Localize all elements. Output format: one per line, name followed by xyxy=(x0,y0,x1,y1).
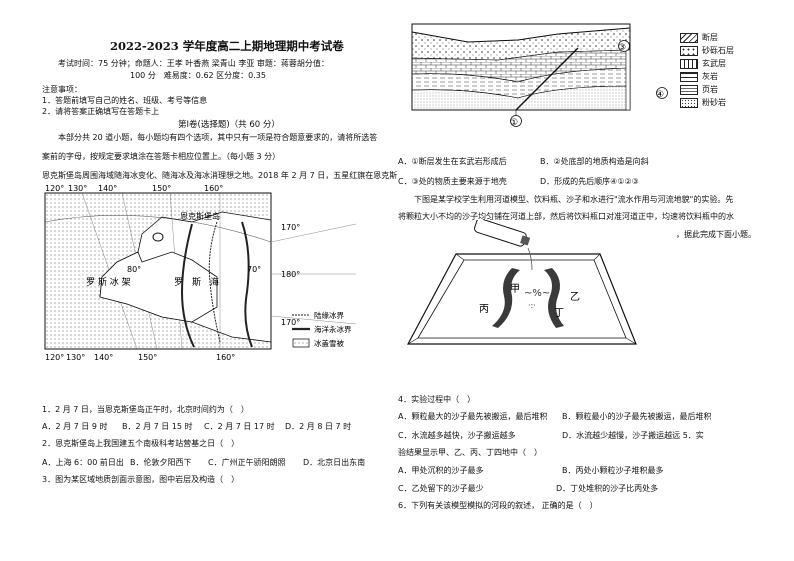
map-bottom-lon-120: 120° xyxy=(45,353,64,362)
passage-river-2: 将颗粒大小不均的沙子均匀铺在河道上部，然后将饮料瓶口对准河道正中，均速将饮料瓶中… xyxy=(398,212,734,221)
q2-option-b: B．伦敦夕阳西下 xyxy=(130,458,192,467)
note-item-2: 2．请将答案正确填写在答题卡上 xyxy=(42,107,160,116)
q4-option-b: B．颗粒最小的沙子最先被搬运，最后堆积 xyxy=(562,412,712,421)
siltstone-legend-label: 粉砂岩 xyxy=(702,98,726,107)
fault-legend-label: 断层 xyxy=(702,33,718,42)
model-label-jia: 甲 xyxy=(510,284,520,295)
section-title: 第Ⅰ卷(选择题)（共 60 分） xyxy=(178,120,280,130)
river-model-diagram: ~%~ ·:· 甲 乙 丙 丁 xyxy=(407,220,637,345)
svg-text:~%~: ~%~ xyxy=(524,288,550,299)
geology-legend-siltstone: 粉砂岩 xyxy=(680,97,760,108)
geology-label-4: ④ xyxy=(656,90,664,100)
geology-legend-limestone: 灰岩 xyxy=(680,71,760,82)
map-legend-land-ice: 陆缘冰界 xyxy=(314,310,344,320)
map-top-lon-120: 120° xyxy=(45,184,64,193)
q5-option-d: D．丁处堆积的沙子比丙处多 xyxy=(556,484,659,493)
basalt-swatch xyxy=(680,59,698,69)
map-bottom-lon-150: 150° xyxy=(138,353,157,362)
passage-river-1: 下图是某学校学生利用河道模型、饮料瓶、沙子和水进行"流水作用与河流地貌"的实验。… xyxy=(414,195,734,204)
exam-meta-line2: 100 分 难易度：0.62 区分度：0.35 xyxy=(130,71,266,80)
limestone-swatch xyxy=(680,72,698,82)
question-3: 3．图为某区域地质剖面示意图，图中岩层及构造（ ） xyxy=(42,475,240,484)
map-ross-shelf-label: 罗 斯 冰 架 xyxy=(86,276,131,288)
map-ross-sea-label: 罗 斯 海 xyxy=(174,276,219,288)
q3-option-a: A．①断层发生在玄武岩形成后 xyxy=(398,157,507,166)
geology-legend-fault: 断层 xyxy=(680,32,760,43)
map-island-label: 恩克斯堡岛 xyxy=(180,211,220,221)
map-lat-80: 80° xyxy=(127,265,141,274)
geology-legend-gravel: 砂砾石层 xyxy=(680,45,770,56)
gravel-legend-label: 砂砾石层 xyxy=(702,46,734,55)
q3-option-d: D．形成的先后顺序④①②③ xyxy=(540,177,639,186)
notes-heading: 注意事项： xyxy=(42,85,82,94)
map-legend-sea-ice: 海洋永冰界 xyxy=(314,324,352,334)
question-6: 6．下列有关该模型模拟的河段的叙述， 正确的是（ ） xyxy=(398,501,598,510)
map-top-lon-140: 140° xyxy=(98,184,117,193)
siltstone-swatch xyxy=(680,98,698,108)
q2-option-a: A．上海 6：00 前日出 xyxy=(42,458,124,467)
q1-option-d: D．2 月 8 日 7 时 xyxy=(285,422,352,431)
ross-sea-map: 120° 130° 140° 150° 160° 恩克斯堡岛 80° 70° 罗… xyxy=(44,184,357,362)
q4-option-d: D．水流越少越慢，沙子搬运越远 5．实 xyxy=(562,431,704,440)
geology-label-1: ① xyxy=(510,118,518,128)
geology-label-3: ③ xyxy=(618,43,626,53)
exam-title: 2022-2023 学年度高二上期地理期中考试卷 xyxy=(110,39,344,53)
q5-option-c: C．乙处留下的沙子最少 xyxy=(398,484,484,493)
q4-option-c: C．水流越多越快，沙子搬运越多 xyxy=(398,431,516,440)
geology-legend-shale: 页岩 xyxy=(680,84,760,95)
shale-legend-label: 页岩 xyxy=(702,85,718,94)
basalt-legend-label: 玄武层 xyxy=(702,59,726,68)
map-legend-ice-sheet: 冰盖雪被 xyxy=(314,338,344,348)
map-bottom-lon-140: 140° xyxy=(94,353,113,362)
exam-meta-line1: 考试时间：75 分钟；命题人：王孝 叶香燕 梁青山 李亚 审题：蒋蓉胡分值： xyxy=(58,59,329,68)
section-intro-1: 本部分共 20 道小题，每小题均有四个选项，其中只有一项是符合题意要求的，请将所… xyxy=(58,133,378,142)
section-intro-2: 案前的字母，按规定要求填涂在答题卡相应位置上。（每小题 3 分） xyxy=(42,152,281,161)
svg-text:·:·: ·:· xyxy=(528,301,536,310)
question-4: 4．实验过程中（ ） xyxy=(398,395,476,404)
map-top-lon-160: 160° xyxy=(204,184,223,193)
q1-option-b: B．2 月 7 日 15 时 xyxy=(122,422,193,431)
map-top-lon-130: 130° xyxy=(68,184,87,193)
question-2: 2．恩克斯堡岛上我国建五个南极科考站营基之日（ ） xyxy=(42,439,240,448)
map-lat-70: 70° xyxy=(247,265,261,274)
fault-swatch xyxy=(680,33,698,43)
shale-swatch xyxy=(680,85,698,95)
q4-option-a: A．颗粒最大的沙子最先被搬运，最后堆积 xyxy=(398,412,548,421)
geology-section-diagram: ① ③ ④ xyxy=(411,23,668,128)
q1-option-a: A．2 月 7 日 9 时 xyxy=(42,422,108,431)
q5-option-b: B．丙处小颗粒沙子堆积最多 xyxy=(562,466,664,475)
note-item-1: 1．答题前填写自己的姓名、班级、考号等信息 xyxy=(42,96,208,105)
model-label-ding: 丁 xyxy=(554,308,564,319)
map-top-lon-150: 150° xyxy=(152,184,171,193)
q2-option-c: C．广州正午骄阳朗照 xyxy=(208,458,286,467)
geology-legend-basalt: 玄武层 xyxy=(680,58,760,69)
q3-option-c: C．③处的物质主要来源于地壳 xyxy=(398,177,507,186)
q5-option-a: A．甲处沉积的沙子最多 xyxy=(398,466,484,475)
question-1: 1．2 月 7 日，当恩克斯堡岛正午时，北京时间约为（ ） xyxy=(42,405,249,414)
map-bottom-lon-160: 160° xyxy=(216,353,235,362)
question-5: 验结果显示甲、乙、丙、丁四地中（ ） xyxy=(398,448,542,457)
passage-river-3: ，据此完成下面小题。 xyxy=(676,230,756,239)
limestone-legend-label: 灰岩 xyxy=(702,72,718,81)
q1-option-c: C．2 月 7 日 17 时 xyxy=(204,422,275,431)
map-right-lon-170b: 170° xyxy=(281,318,300,327)
q3-option-b: B．②处底部的地质构造是向斜 xyxy=(540,157,649,166)
map-bottom-lon-130: 130° xyxy=(66,353,85,362)
model-label-yi: 乙 xyxy=(570,291,580,303)
passage-antarctic: 恩克斯堡岛周围海域随海冰变化、随海冰及海冰消理想之地。2018 年 2 月 7 … xyxy=(42,171,398,180)
map-right-lon-180: 180° xyxy=(281,270,300,279)
q2-option-d: D．北京日出东南 xyxy=(303,458,366,467)
model-label-bing: 丙 xyxy=(479,304,489,315)
map-right-lon-170a: 170° xyxy=(281,223,300,232)
gravel-swatch xyxy=(680,46,698,56)
